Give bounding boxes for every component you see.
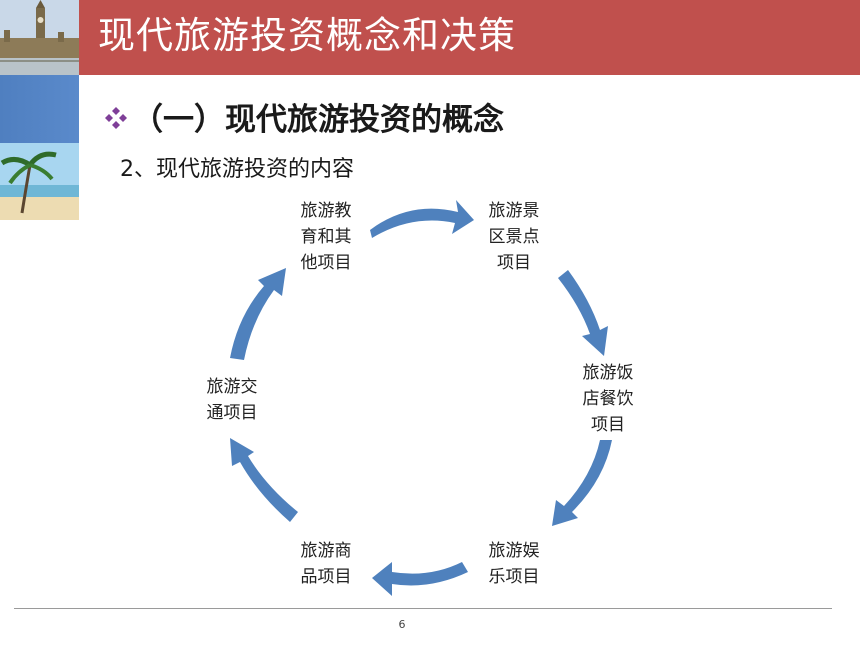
node-scenic: 旅游景 区景点 项目 [474, 198, 554, 276]
node-scenic-line2: 区景点 [488, 227, 540, 247]
slide-title: 现代旅游投资概念和决策 [98, 14, 516, 57]
page-number: 6 [398, 618, 406, 631]
title-bar [79, 0, 860, 75]
footer-divider [14, 608, 832, 609]
london-photo [0, 0, 79, 75]
node-entertainment-line1: 旅游娱 [488, 541, 540, 561]
node-education-line2: 育和其 [300, 227, 352, 247]
arrow-transport-to-education [230, 268, 286, 360]
blue-band [0, 75, 79, 143]
arrow-goods-to-transport [230, 438, 298, 522]
node-hotel: 旅游饭 店餐饮 项目 [568, 360, 648, 438]
arrow-education-to-scenic [370, 200, 474, 238]
arrow-scenic-to-hotel [558, 270, 608, 356]
node-education-line3: 他项目 [300, 253, 352, 273]
node-transport-line2: 通项目 [206, 403, 258, 423]
arrow-hotel-to-entertainment [552, 440, 612, 526]
diamond-bullet-icon [105, 107, 127, 129]
node-hotel-line3: 项目 [591, 415, 625, 435]
section-heading: （一）现代旅游投资的概念 [132, 102, 504, 138]
beach-photo [0, 143, 79, 220]
node-transport: 旅游交 通项目 [192, 374, 272, 426]
node-hotel-line1: 旅游饭 [582, 363, 634, 383]
node-goods-line1: 旅游商 [300, 541, 352, 561]
node-goods: 旅游商 品项目 [286, 538, 366, 590]
node-education-line1: 旅游教 [300, 201, 352, 221]
big-ben-icon [0, 0, 79, 75]
node-entertainment: 旅游娱 乐项目 [474, 538, 554, 590]
palm-tree-icon [0, 143, 79, 220]
node-hotel-line2: 店餐饮 [582, 389, 634, 409]
node-goods-line2: 品项目 [300, 567, 352, 587]
node-scenic-line3: 项目 [497, 253, 531, 273]
arrow-entertainment-to-goods [372, 562, 468, 596]
node-scenic-line1: 旅游景 [488, 201, 540, 221]
node-transport-line1: 旅游交 [206, 377, 258, 397]
node-entertainment-line2: 乐项目 [488, 567, 540, 587]
section-subheading: 2、现代旅游投资的内容 [120, 157, 354, 182]
node-education: 旅游教 育和其 他项目 [286, 198, 366, 276]
